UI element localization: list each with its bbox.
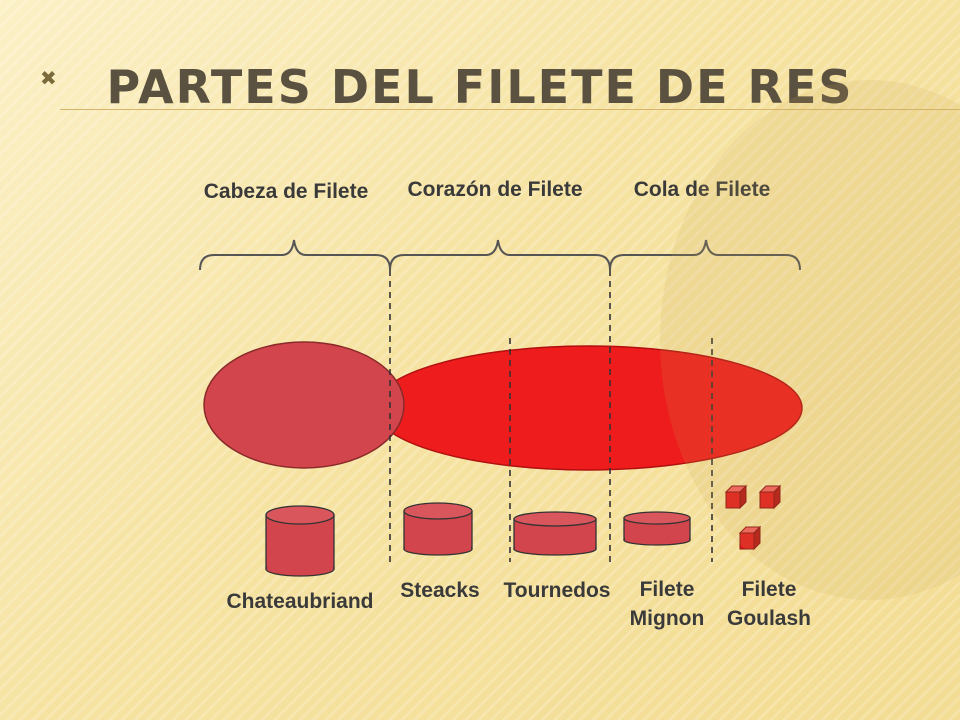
brace-heart <box>389 239 611 271</box>
mignon-cylinder-icon <box>623 511 691 546</box>
goulash-cube-icon-2 <box>758 484 782 510</box>
goulash-cube-icon-3 <box>738 525 762 551</box>
label-goulash-line2: Goulash <box>727 607 811 630</box>
tenderloin-head <box>203 341 405 469</box>
chateaubriand-cylinder-icon <box>265 505 335 577</box>
slide-title-text: PARTES DEL FILETE DE RES <box>106 60 854 114</box>
tenderloin-body <box>373 345 803 471</box>
tournedos-cylinder-icon <box>513 511 597 556</box>
label-tournedos: Tournedos <box>504 579 611 602</box>
steaks-cylinder-icon <box>403 502 473 556</box>
label-chateaubriand: Chateaubriand <box>226 590 373 613</box>
title-bullet-icon: ✖ <box>40 66 59 90</box>
label-head-section: Cabeza de Filete <box>204 180 369 203</box>
label-mignon-line1: Filete <box>640 578 695 601</box>
label-tail-section: Cola de Filete <box>634 178 771 201</box>
goulash-cube-icon-1 <box>724 484 748 510</box>
brace-tail <box>609 239 801 271</box>
title-underline <box>60 109 960 110</box>
label-mignon-line2: Mignon <box>630 607 705 630</box>
label-heart-section: Corazón de Filete <box>407 178 582 201</box>
label-goulash-line1: Filete <box>742 578 797 601</box>
slide-title: ✖ PARTES DEL FILETE DE RES <box>0 60 960 114</box>
label-steaks: Steacks <box>400 579 479 602</box>
brace-head <box>199 239 391 271</box>
